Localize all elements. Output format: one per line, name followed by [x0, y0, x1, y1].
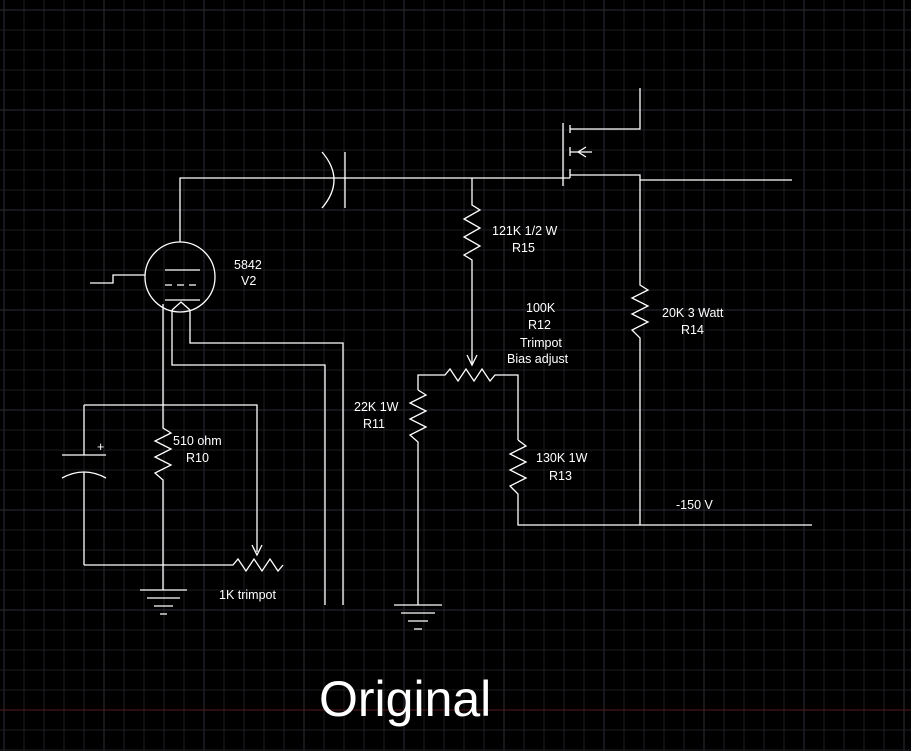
- label-tube-ref: V2: [241, 274, 256, 288]
- label-tube-type: 5842: [234, 258, 262, 272]
- resistor-r15: [462, 178, 482, 367]
- label-r10-ref: R10: [186, 451, 209, 465]
- resistor-r10: [84, 400, 263, 590]
- ground-left: [140, 589, 187, 615]
- circuit: [61, 88, 812, 630]
- label-r13-value: 130K 1W: [536, 451, 588, 465]
- coupling-capacitor: [321, 151, 570, 209]
- label-r11-value: 22K 1W: [354, 400, 399, 414]
- label-r12-ref: R12: [528, 318, 551, 332]
- label-supply: -150 V: [676, 498, 713, 512]
- label-r12-type: Trimpot: [520, 336, 562, 350]
- label-r11-ref: R11: [363, 417, 385, 431]
- label-r15-ref: R15: [512, 241, 535, 255]
- label-r14-value: 20K 3 Watt: [662, 306, 724, 320]
- bypass-capacitor: [61, 405, 107, 565]
- label-r14-ref: R14: [681, 323, 704, 337]
- label-r15-value: 121K 1/2 W: [492, 224, 558, 238]
- label-r12-value: 100K: [526, 301, 556, 315]
- label-r12-function: Bias adjust: [507, 352, 569, 366]
- label-r13-ref: R13: [549, 469, 572, 483]
- resistor-r11: [408, 389, 428, 605]
- tube-v2: [90, 177, 345, 605]
- transistor: [562, 88, 792, 186]
- trimpot-r12: [417, 367, 519, 440]
- trimpot-1k: [84, 557, 284, 573]
- label-r10-value: 510 ohm: [173, 434, 222, 448]
- resistor-r14: [630, 180, 650, 525]
- ground-right: [394, 604, 442, 630]
- caption: Original: [319, 671, 491, 727]
- label-1k-trimpot: 1K trimpot: [219, 588, 276, 602]
- label-cap-polarity: +: [97, 440, 104, 454]
- resistor-r13: [508, 439, 812, 526]
